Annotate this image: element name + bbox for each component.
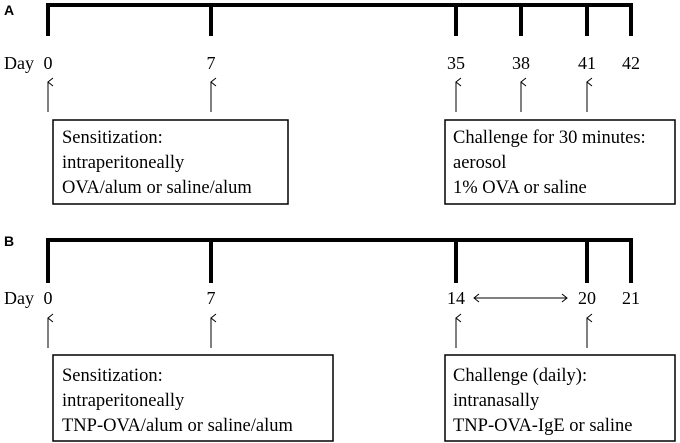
box-b-left-line-1: Sensitization: — [62, 366, 163, 386]
tick-label-a-2: 35 — [447, 53, 465, 73]
box-a-right-line-2: aerosol — [453, 153, 506, 173]
challenge-box-b — [444, 354, 676, 442]
tick-label-a-5: 42 — [622, 53, 640, 73]
sensitization-box-b — [52, 354, 334, 442]
panel-a: A Day 0 7 35 38 41 42 Sensitization: int… — [4, 2, 676, 205]
box-b-right-line-2: intranasally — [453, 391, 540, 411]
panel-label-b: B — [4, 233, 14, 249]
tick-label-a-1: 7 — [207, 53, 216, 73]
tick-label-a-4: 41 — [578, 53, 596, 73]
panel-label-a: A — [4, 2, 14, 18]
tick-label-b-1: 7 — [207, 288, 216, 308]
box-a-right-line-1: Challenge for 30 minutes: — [453, 128, 646, 148]
box-b-left-line-3: TNP-OVA/alum or saline/alum — [62, 416, 293, 436]
box-b-right-line-1: Challenge (daily): — [453, 366, 587, 386]
panel-b: B Day 0 7 14 20 21 Sensitization: intrap… — [4, 233, 676, 442]
challenge-box-a — [444, 119, 676, 205]
box-a-left-line-3: OVA/alum or saline/alum — [62, 178, 252, 198]
tick-label-b-4: 21 — [622, 288, 640, 308]
tick-label-a-3: 38 — [512, 53, 530, 73]
box-a-right-line-3: 1% OVA or saline — [453, 178, 587, 198]
day-word-b: Day — [4, 288, 34, 308]
tick-label-b-0: 0 — [44, 288, 53, 308]
box-a-left-line-1: Sensitization: — [62, 128, 163, 148]
sensitization-box-a — [52, 119, 289, 205]
tick-label-b-2: 14 — [447, 288, 465, 308]
tick-label-a-0: 0 — [44, 53, 53, 73]
day-word-a: Day — [4, 53, 34, 73]
box-b-left-line-2: intraperitoneally — [62, 391, 185, 411]
tick-label-b-3: 20 — [578, 288, 596, 308]
box-b-right-line-3: TNP-OVA-IgE or saline — [453, 416, 633, 436]
box-a-left-line-2: intraperitoneally — [62, 153, 185, 173]
